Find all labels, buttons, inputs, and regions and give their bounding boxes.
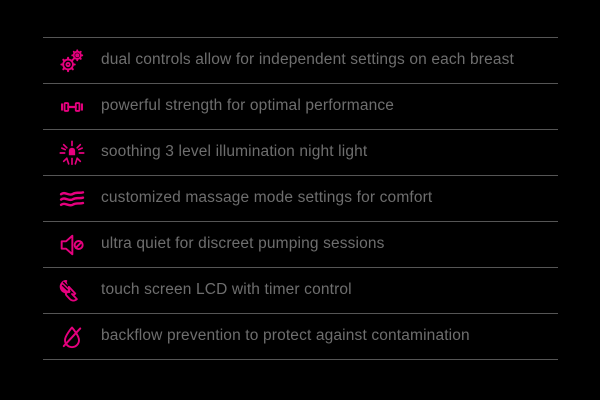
feature-label: customized massage mode settings for com… <box>101 189 433 207</box>
feature-label: powerful strength for optimal performanc… <box>101 97 395 115</box>
feature-row: dual controls allow for independent sett… <box>43 38 558 83</box>
divider <box>43 221 558 222</box>
feature-row: customized massage mode settings for com… <box>43 176 558 221</box>
divider <box>43 267 558 268</box>
dumbbell-icon <box>43 84 101 129</box>
divider <box>43 313 558 314</box>
touch-hand-icon <box>43 268 101 313</box>
feature-row: touch screen LCD with timer control <box>43 268 558 313</box>
feature-row: powerful strength for optimal performanc… <box>43 84 558 129</box>
divider-top <box>43 37 558 38</box>
gears-icon <box>43 38 101 83</box>
feature-label: soothing 3 level illumination night ligh… <box>101 143 368 161</box>
feature-label: dual controls allow for independent sett… <box>101 51 514 69</box>
divider <box>43 83 558 84</box>
no-backflow-droplet-icon <box>43 314 101 359</box>
feature-label: touch screen LCD with timer control <box>101 281 352 299</box>
feature-list: dual controls allow for independent sett… <box>43 37 558 360</box>
divider-bottom <box>43 359 558 360</box>
feature-row: ultra quiet for discreet pumping session… <box>43 222 558 267</box>
feature-label: ultra quiet for discreet pumping session… <box>101 235 385 253</box>
divider <box>43 129 558 130</box>
massage-waves-icon <box>43 176 101 221</box>
mute-speaker-icon <box>43 222 101 267</box>
feature-row: backflow prevention to protect against c… <box>43 314 558 359</box>
feature-label: backflow prevention to protect against c… <box>101 327 470 345</box>
divider <box>43 175 558 176</box>
feature-row: soothing 3 level illumination night ligh… <box>43 130 558 175</box>
night-light-icon <box>43 130 101 175</box>
